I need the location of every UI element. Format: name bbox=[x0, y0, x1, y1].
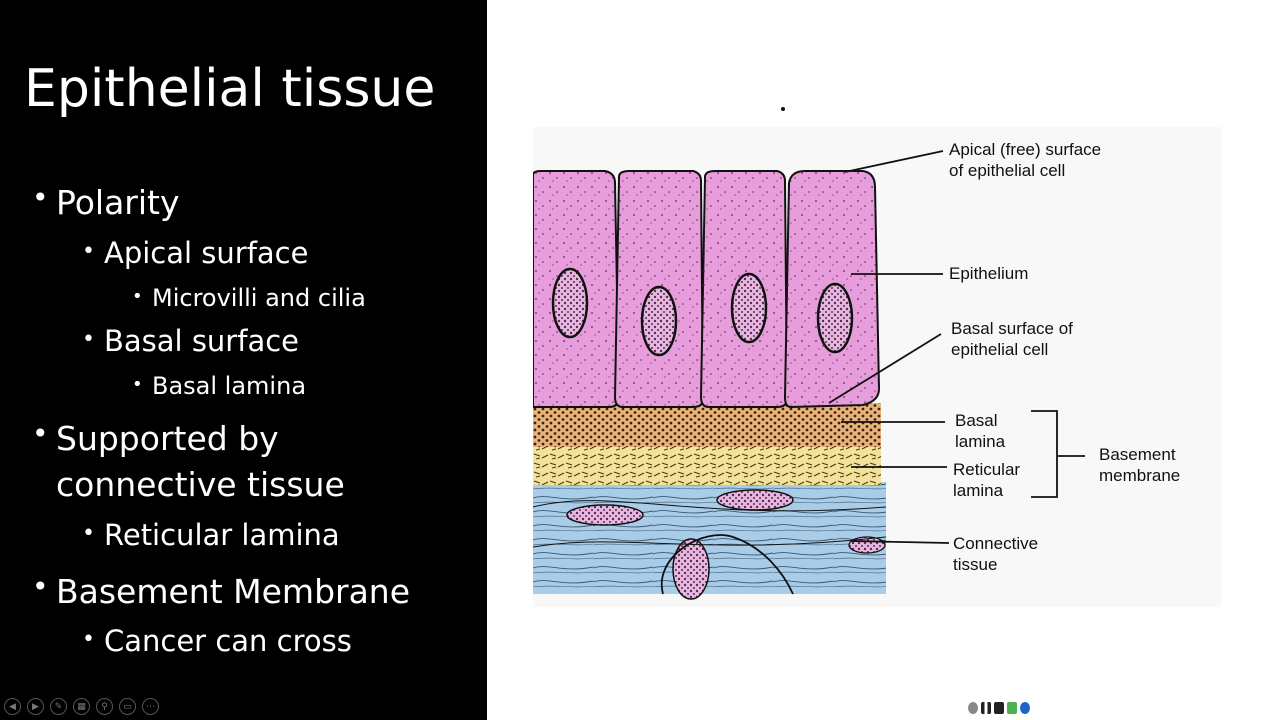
label-basal-surface-line2: epithelial cell bbox=[951, 340, 1048, 359]
label-apical-surface: Apical (free) surface bbox=[949, 140, 1101, 159]
label-basal-lamina: Basal bbox=[955, 411, 998, 430]
label-connective-tissue: Connective bbox=[953, 534, 1038, 553]
more-icon[interactable]: ⋯ bbox=[142, 698, 159, 715]
bullet-reticular-lamina: •Reticular lamina bbox=[82, 518, 340, 552]
settings-icon[interactable] bbox=[1020, 702, 1030, 714]
bullet-basal-lamina: •Basal lamina bbox=[132, 372, 307, 400]
previous-icon[interactable]: ◀ bbox=[4, 698, 21, 715]
label-epithelium: Epithelium bbox=[949, 264, 1028, 283]
bullet-text: connective tissue bbox=[56, 465, 345, 504]
label-basal-surface: Basal surface of bbox=[951, 319, 1073, 338]
slide-text-panel: Epithelial tissue •Polarity •Apical surf… bbox=[0, 0, 487, 720]
bullet-supported-by: •Supported by bbox=[32, 417, 279, 458]
recorder-toolbar bbox=[968, 700, 1042, 716]
epithelium-diagram: Apical (free) surface of epithelial cell… bbox=[533, 127, 1221, 607]
pen-icon[interactable]: ✎ bbox=[50, 698, 67, 715]
next-icon[interactable]: ▶ bbox=[27, 698, 44, 715]
label-apical-surface-line2: of epithelial cell bbox=[949, 161, 1065, 180]
bullet-text: Microvilli and cilia bbox=[152, 284, 366, 312]
leader-lines bbox=[828, 150, 1085, 544]
epithelial-cells bbox=[533, 170, 881, 409]
connective-tissue-layer bbox=[533, 482, 887, 600]
label-basal-lamina-line2: lamina bbox=[955, 432, 1006, 451]
label-reticular-lamina: Reticular bbox=[953, 460, 1020, 479]
zoom-icon[interactable]: ⚲ bbox=[96, 698, 113, 715]
bullet-basal-surface: •Basal surface bbox=[82, 324, 299, 358]
subtitles-icon[interactable]: ▭ bbox=[119, 698, 136, 715]
slide-title: Epithelial tissue bbox=[24, 59, 436, 119]
bullet-text: Cancer can cross bbox=[104, 624, 352, 658]
slideshow-controls: ◀ ▶ ✎ ▦ ⚲ ▭ ⋯ bbox=[4, 698, 159, 715]
label-connective-tissue-line2: tissue bbox=[953, 555, 997, 574]
pause-icon[interactable] bbox=[981, 702, 991, 714]
bullet-text: Reticular lamina bbox=[104, 518, 340, 552]
bullet-text: Basal lamina bbox=[152, 372, 307, 400]
green-icon[interactable] bbox=[1007, 702, 1017, 714]
bullet-connective-tissue: connective tissue bbox=[56, 466, 345, 504]
back-icon[interactable] bbox=[968, 702, 978, 714]
bullet-polarity: •Polarity bbox=[32, 181, 180, 222]
bullet-text: Polarity bbox=[56, 183, 180, 222]
bullet-microvilli: •Microvilli and cilia bbox=[132, 284, 366, 312]
bullet-text: Apical surface bbox=[104, 236, 309, 270]
bullet-basement-membrane: •Basement Membrane bbox=[32, 570, 411, 611]
stray-dot bbox=[781, 107, 785, 111]
bullet-text: Basal surface bbox=[104, 324, 299, 358]
bullet-cancer-can-cross: •Cancer can cross bbox=[82, 624, 352, 658]
label-basement-membrane-line2: membrane bbox=[1099, 466, 1180, 485]
stop-icon[interactable] bbox=[994, 702, 1004, 714]
slides-icon[interactable]: ▦ bbox=[73, 698, 90, 715]
bullet-text: Basement Membrane bbox=[56, 572, 411, 611]
reticular-lamina-layer bbox=[533, 445, 881, 485]
basal-lamina-layer bbox=[533, 403, 881, 447]
label-reticular-lamina-line2: lamina bbox=[953, 481, 1004, 500]
bullet-text: Supported by bbox=[56, 419, 279, 458]
label-basement-membrane: Basement bbox=[1099, 445, 1176, 464]
bullet-apical-surface: •Apical surface bbox=[82, 236, 309, 270]
